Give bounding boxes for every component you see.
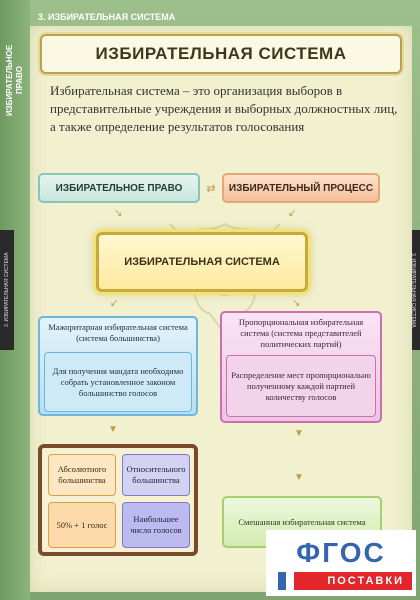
fgos-logo: ФГОС ПОСТАВКИ [266,530,416,596]
majoritarian-description: Для получения мандата необходимо собрать… [44,352,192,412]
mixed-system-box: Смешанная избирательная система [222,496,382,548]
left-vertical-label: ИЗБИРАТЕЛЬНОЕ ПРАВО [5,44,24,116]
arrow-down-left-icon: ↙ [110,298,119,309]
proportional-title: Пропорциональная избирательная система (… [238,317,364,349]
relative-majority-rule: Наибольшее число голосов [122,502,190,548]
absolute-majority-rule: 50% + 1 голос [48,502,116,548]
arrow-down-right-icon: ↙ [288,208,297,219]
definition-text: Избирательная система – это организация … [50,83,398,134]
poster-paper: ИЗБИРАТЕЛЬНАЯ СИСТЕМА Избирательная сист… [30,26,412,592]
double-arrow-icon: ⇄ [206,183,216,195]
electoral-system-center-box: ИЗБИРАТЕЛЬНАЯ СИСТЕМА [96,232,308,292]
main-title: ИЗБИРАТЕЛЬНАЯ СИСТЕМА [40,34,402,74]
arrow-down-icon: ▼ [108,424,118,435]
electoral-process-box: ИЗБИРАТЕЛЬНЫЙ ПРОЦЕСС [222,173,380,203]
poster-header: 3. ИЗБИРАТЕЛЬНАЯ СИСТЕМА [38,12,176,22]
arrow-down-left-icon: ↘ [114,208,123,219]
electoral-law-box: ИЗБИРАТЕЛЬНОЕ ПРАВО [38,173,200,203]
logo-flag-stripes [270,572,310,590]
arrow-down-icon: ▼ [294,472,304,483]
arrow-down-icon: ▼ [294,428,304,439]
majoritarian-panel: Мажоритарная избирательная система (сист… [38,316,198,416]
arrow-down-right-icon: ↘ [292,298,301,309]
proportional-description: Распределение мест пропорционально получ… [226,355,376,417]
logo-top-text: ФГОС [296,537,386,568]
left-side-tab: 3. ИЗБИРАТЕЛЬНАЯ СИСТЕМА [0,230,14,350]
absolute-majority-box: Абсолютного большинства [48,454,116,496]
majoritarian-title: Мажоритарная избирательная система (сист… [48,322,188,343]
proportional-panel: Пропорциональная избирательная система (… [220,311,382,423]
relative-majority-box: Относительного большинства [122,454,190,496]
majority-types-group: Абсолютного большинства Относительного б… [38,444,198,556]
